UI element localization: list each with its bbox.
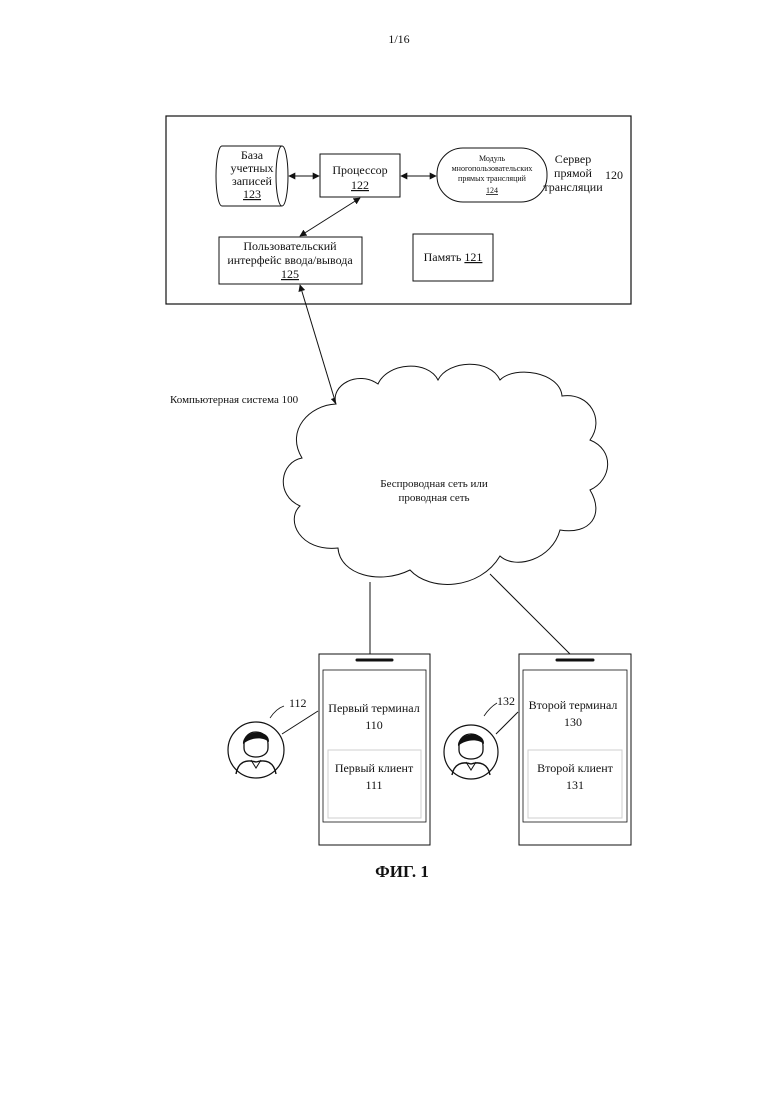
server-label-line-1: Сервер	[555, 152, 591, 166]
module-ref: 124	[486, 186, 498, 195]
second-client-label: Второй клиент	[537, 761, 614, 775]
second-terminal: Второй терминал 130 Второй клиент 131	[519, 654, 631, 845]
figure-caption: ФИГ. 1	[375, 862, 429, 881]
second-user-leader	[496, 712, 518, 734]
second-user-ref-leader	[484, 703, 497, 716]
page-number: 1/16	[388, 32, 409, 46]
first-user-ref: 112	[289, 696, 307, 710]
multiuser-stream-module: Модуль многопользовательских прямых тран…	[437, 148, 547, 202]
second-terminal-label: Второй терминал	[529, 698, 618, 712]
accounts-database-line-1: База	[241, 148, 264, 162]
second-terminal-ref: 130	[564, 715, 582, 729]
memory-label: Память 121	[424, 250, 483, 264]
module-line-2: многопользовательских	[452, 164, 533, 173]
processor-ref: 122	[351, 178, 369, 192]
network-cloud: Беспроводная сеть или проводная сеть	[283, 364, 607, 584]
accounts-database-ref: 123	[243, 187, 261, 201]
processor-box: Процессор 122	[320, 154, 400, 197]
network-line-1: Беспроводная сеть или	[380, 478, 488, 490]
accounts-database-line-3: записей	[232, 174, 273, 188]
link-network-terminal-2	[490, 574, 570, 654]
server-ref: 120	[605, 168, 623, 182]
first-terminal-label: Первый терминал	[328, 701, 419, 715]
computer-system-label: Компьютерная система 100	[170, 394, 299, 406]
first-client-ref: 111	[365, 778, 382, 792]
io-interface-ref: 125	[281, 267, 299, 281]
arrow-io-processor	[300, 198, 360, 236]
accounts-database: База учетных записей 123	[216, 146, 288, 206]
first-terminal-ref: 110	[365, 718, 383, 732]
first-client-label: Первый клиент	[335, 761, 414, 775]
accounts-database-line-2: учетных	[230, 161, 273, 175]
memory-box: Память 121	[413, 234, 493, 281]
module-line-3: прямых трансляций	[458, 174, 527, 183]
io-interface-line-2: интерфейс ввода/вывода	[227, 253, 353, 267]
arrow-io-network	[300, 285, 336, 404]
first-terminal: Первый терминал 110 Первый клиент 111	[319, 654, 430, 845]
second-user-ref: 132	[497, 694, 515, 708]
io-interface-line-1: Пользовательский	[243, 239, 337, 253]
server-label-line-3: трансляции	[543, 180, 603, 194]
first-user-avatar	[228, 722, 284, 778]
network-line-2: проводная сеть	[398, 492, 469, 504]
module-line-1: Модуль	[479, 154, 505, 163]
live-stream-server: База учетных записей 123 Процессор 122 М…	[166, 116, 631, 304]
io-interface-box: Пользовательский интерфейс ввода/вывода …	[219, 237, 362, 284]
processor-label: Процессор	[332, 163, 387, 177]
second-client-ref: 131	[566, 778, 584, 792]
server-label-line-2: прямой	[554, 166, 593, 180]
first-user-ref-leader	[270, 706, 284, 718]
first-user-leader	[282, 711, 318, 734]
second-user-avatar	[444, 725, 498, 779]
